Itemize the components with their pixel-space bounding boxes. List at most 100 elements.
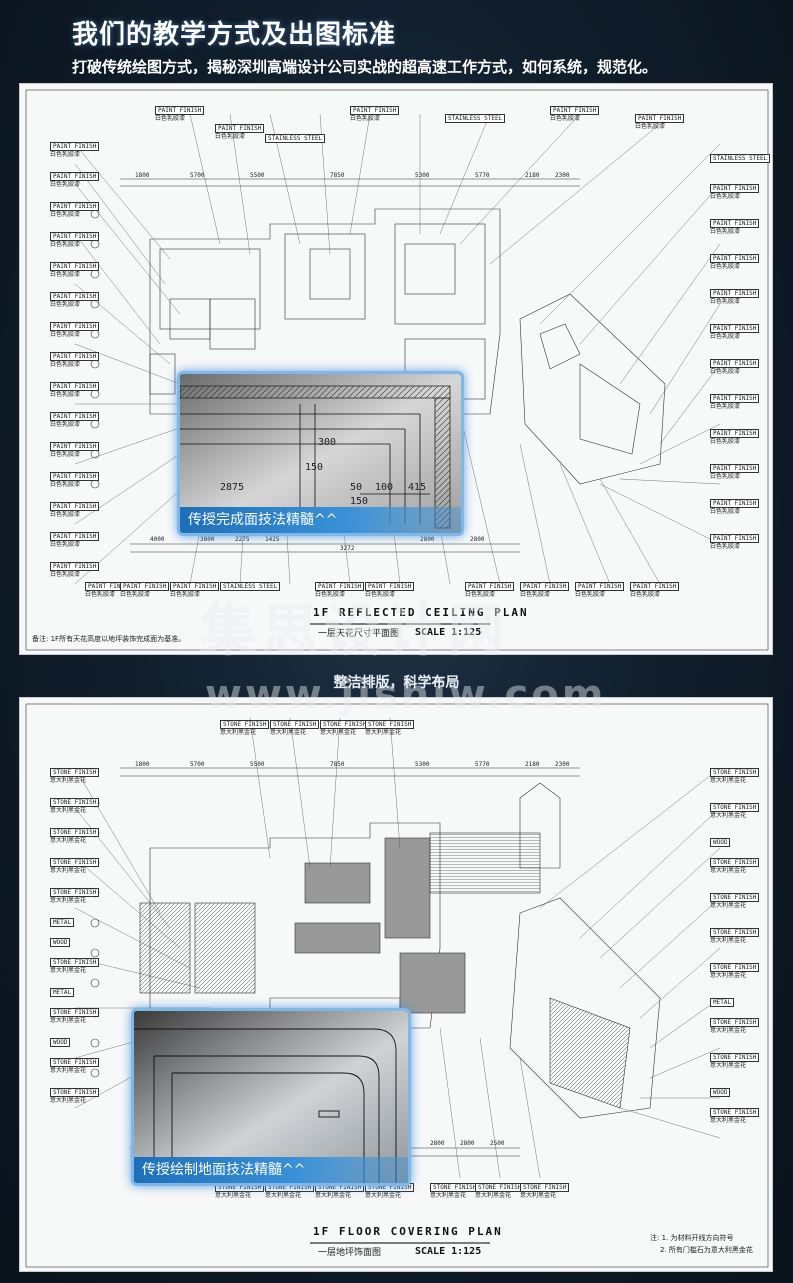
page-header-subtitle: 打破传统绘图方式，揭秘深圳高端设计公司实战的超高速工作方式，如何系统，规范化。	[72, 58, 658, 76]
dimension-label: 2180	[525, 172, 540, 179]
ceiling-plan-drawing	[25, 89, 769, 651]
dimension-label: 2300	[555, 172, 570, 179]
dimension-label: 1800	[135, 761, 150, 768]
dimension-label: 3272	[340, 545, 355, 552]
floor-plan-note-2: 2. 所有门槛石为意大利黑金花	[660, 1246, 753, 1254]
detail-dimension: 100	[375, 482, 394, 493]
floor-tag-metal: METAL	[50, 988, 75, 997]
detail-dimension: 300	[318, 437, 337, 448]
floor-tag-wood: WOOD	[710, 838, 731, 847]
floor-tag-wood: WOOD	[50, 938, 71, 947]
dimension-label: 5770	[475, 172, 490, 179]
ceiling-detail-drawing	[180, 374, 461, 533]
detail-dimension: 50	[350, 482, 363, 493]
floor-detail-zoom: 传授绘制地面技法精髓^^	[131, 1008, 411, 1186]
dimension-label: 5500	[250, 761, 265, 768]
floor-tag-wood: WOOD	[50, 1038, 71, 1047]
dimension-label: 7850	[330, 172, 345, 179]
dimension-label: 1425	[265, 536, 280, 543]
ceiling-detail-caption: 传授完成面技法精髓^^	[180, 507, 461, 533]
dimension-label: 2180	[525, 761, 540, 768]
floor-tag-metal: METAL	[50, 918, 75, 927]
steel-tag: STAINLESS STEEL	[445, 114, 506, 123]
dimension-label: 5770	[475, 761, 490, 768]
steel-tag: STAINLESS STEEL	[710, 154, 771, 163]
dimension-label: 5300	[415, 761, 430, 768]
floor-plan-scale: SCALE 1:125	[415, 1246, 482, 1257]
ceiling-plan-scale: SCALE 1:125	[415, 627, 482, 638]
section-label: 整洁排版，科学布局	[333, 675, 460, 691]
detail-dimension: 150	[350, 496, 369, 507]
dimension-label: 2300	[555, 761, 570, 768]
detail-dimension: 150	[305, 462, 324, 473]
dimension-label: 1800	[135, 172, 150, 179]
dimension-label: 2800	[460, 1140, 475, 1147]
steel-tag: STAINLESS STEEL	[220, 582, 281, 591]
detail-dimension: 415	[408, 482, 427, 493]
floor-plan-note-1: 注: 1. 为材料开线方向符号	[650, 1234, 734, 1242]
floor-detail-drawing	[134, 1011, 408, 1183]
ceiling-plan-title: 1F REFLECTED CEILING PLAN	[313, 606, 529, 619]
floor-plan-title: 1F FLOOR COVERING PLAN	[313, 1225, 503, 1238]
floor-tag-metal: METAL	[710, 998, 735, 1007]
dimension-label: 3800	[200, 536, 215, 543]
floor-tag-wood: WOOD	[710, 1088, 731, 1097]
page-header-title: 我们的教学方式及出图标准	[72, 20, 397, 50]
floor-plan-chinese-title: 一层地坪饰面图	[318, 1248, 382, 1258]
ceiling-plan-note: 备注: 1F所有天花高度以地坪装饰完成面为基准。	[32, 635, 186, 643]
dimension-label: 2800	[420, 536, 435, 543]
dimension-label: 4000	[150, 536, 165, 543]
